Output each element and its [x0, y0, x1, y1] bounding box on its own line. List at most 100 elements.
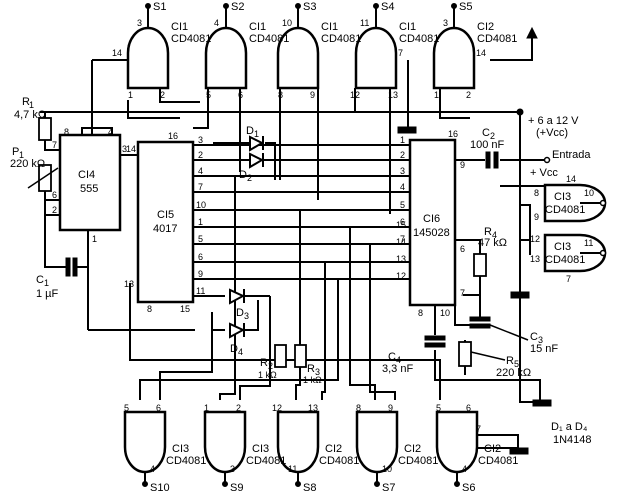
svg-text:7: 7	[476, 424, 481, 434]
svg-text:(+Vcc): (+Vcc)	[536, 127, 568, 139]
model-label: CD4081	[477, 33, 517, 45]
svg-text:3,3 nF: 3,3 nF	[382, 363, 413, 375]
c4-capacitor: C 4 3,3 nF	[382, 335, 446, 375]
top-gate-1	[126, 26, 170, 90]
svg-text:12: 12	[530, 234, 540, 244]
model-label: CD4081	[399, 33, 439, 45]
svg-text:13: 13	[308, 403, 318, 413]
svg-text:CI6: CI6	[423, 213, 440, 225]
svg-text:9: 9	[534, 212, 539, 222]
svg-text:D: D	[230, 343, 238, 355]
svg-text:CI3: CI3	[554, 191, 571, 203]
c2-capacitor: C 2 100 nF	[470, 127, 505, 169]
svg-text:145028: 145028	[413, 227, 450, 239]
s5-label: S5	[459, 1, 472, 13]
svg-text:8: 8	[356, 403, 361, 413]
svg-text:5: 5	[124, 403, 129, 413]
svg-text:13: 13	[396, 254, 406, 264]
bottom-gate-1	[123, 410, 167, 474]
pin-label: 9	[310, 90, 315, 100]
svg-text:11: 11	[584, 238, 593, 248]
svg-text:100 nF: 100 nF	[470, 139, 505, 151]
svg-text:15 nF: 15 nF	[530, 343, 558, 355]
pin-label: 3	[443, 18, 448, 28]
svg-text:7: 7	[198, 182, 203, 192]
svg-text:C: C	[530, 331, 538, 343]
svg-text:9: 9	[388, 403, 393, 413]
svg-text:555: 555	[80, 183, 98, 195]
svg-text:3: 3	[400, 166, 405, 176]
svg-text:3: 3	[198, 135, 203, 145]
svg-text:4: 4	[238, 347, 243, 357]
svg-text:7: 7	[400, 234, 405, 244]
svg-text:8: 8	[418, 308, 423, 318]
pin-label: 13	[388, 90, 398, 100]
svg-text:7: 7	[566, 274, 571, 284]
svg-text:3: 3	[230, 464, 235, 474]
diode-d4: D 4	[229, 322, 246, 357]
svg-text:1 kΩ: 1 kΩ	[303, 375, 322, 385]
r3-resistor: R 3 1 kΩ	[294, 344, 322, 385]
svg-text:CI4: CI4	[78, 169, 95, 181]
chip-label: CI2	[477, 21, 494, 33]
svg-text:2: 2	[400, 150, 405, 160]
s7-label: S7	[382, 482, 395, 494]
top-gate-5	[432, 26, 476, 90]
top-gate-4	[354, 26, 398, 90]
pin-label: 6	[238, 90, 243, 100]
svg-text:CI2: CI2	[484, 443, 501, 455]
bottom-gate-4	[355, 410, 399, 474]
svg-text:4,7 kΩ: 4,7 kΩ	[14, 109, 46, 121]
r2-resistor: R 2 1 kΩ	[258, 344, 287, 380]
top-gate-2	[204, 26, 248, 90]
bottom-gate-5	[435, 410, 479, 474]
svg-text:11: 11	[196, 286, 205, 296]
svg-text:6: 6	[198, 252, 203, 262]
svg-text:D: D	[246, 125, 254, 137]
pin-label: 11	[360, 18, 369, 28]
r1-resistor: R 1 4,7 kΩ	[14, 96, 52, 141]
model-label: CD4081	[249, 33, 289, 45]
svg-text:1: 1	[204, 403, 209, 413]
svg-text:R: R	[307, 363, 315, 375]
svg-text:1: 1	[92, 234, 97, 244]
svg-text:C: C	[388, 351, 396, 363]
ic6-145028: CI6 145028 16 1 2 3 4 5 6 7 15 14 13 12 …	[396, 129, 465, 318]
svg-text:5: 5	[400, 200, 405, 210]
svg-text:6: 6	[460, 244, 465, 254]
svg-text:P: P	[12, 146, 19, 158]
model-label: CD4081	[321, 33, 361, 45]
pin-label: 14	[112, 48, 122, 58]
svg-text:13: 13	[530, 254, 540, 264]
svg-text:6: 6	[52, 190, 57, 200]
svg-text:3: 3	[244, 311, 249, 321]
pin-label: 2	[160, 90, 165, 100]
pin-label: 10	[282, 18, 292, 28]
svg-text:15: 15	[180, 304, 190, 314]
c3-capacitor: C 3 15 nF	[469, 316, 558, 355]
svg-text:CD4081: CD4081	[319, 455, 359, 467]
svg-text:3: 3	[122, 144, 127, 154]
pin-label: 1	[128, 90, 133, 100]
svg-text:16: 16	[168, 131, 178, 141]
svg-text:C: C	[36, 274, 44, 286]
pin-label: 14	[476, 48, 486, 58]
svg-text:1: 1	[198, 217, 203, 227]
svg-text:4017: 4017	[153, 223, 177, 235]
svg-text:4: 4	[492, 230, 497, 240]
pin-label: 8	[278, 90, 283, 100]
svg-text:8: 8	[147, 304, 152, 314]
svg-text:7: 7	[52, 140, 57, 150]
s8-label: S8	[303, 482, 316, 494]
svg-text:13: 13	[124, 279, 134, 289]
diode-note: D₁ a D₄ 1N4148	[551, 421, 592, 446]
svg-text:10: 10	[382, 464, 392, 474]
svg-text:4: 4	[400, 182, 405, 192]
ic4-555: CI4 555 8 4 7 3 6 2 1	[52, 127, 127, 244]
s3-label: S3	[303, 1, 316, 13]
svg-text:5: 5	[436, 403, 441, 413]
svg-text:220 kΩ: 220 kΩ	[496, 367, 531, 379]
svg-text:9: 9	[198, 269, 203, 279]
pin-label: 12	[350, 90, 360, 100]
chip-label: CI1	[321, 21, 338, 33]
